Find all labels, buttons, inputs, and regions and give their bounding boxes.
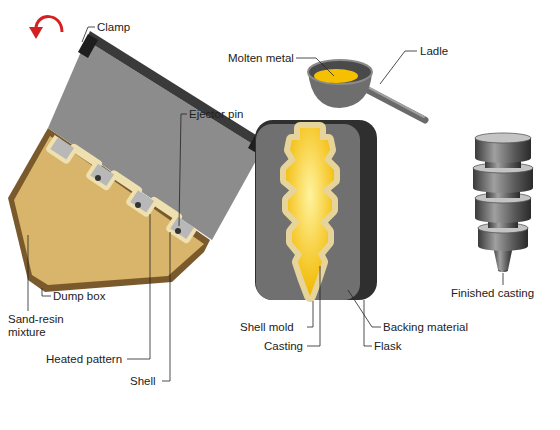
- part-label: Dump box: [53, 290, 133, 303]
- shell-mold: [286, 128, 334, 296]
- part-label: Ejector pin: [189, 108, 269, 121]
- backing-material: [256, 124, 360, 300]
- leader-line: [364, 300, 372, 346]
- ejector-pin: [135, 202, 141, 208]
- ladle-rim: [308, 60, 372, 84]
- leader-line: [162, 232, 170, 381]
- part-label: Backing material: [383, 321, 503, 334]
- part-label: Flask: [374, 340, 434, 353]
- part-label: Finished casting: [451, 287, 556, 300]
- part-label: Casting: [264, 340, 324, 353]
- molten-metal: [314, 69, 358, 83]
- part-label: Shell mold: [240, 321, 320, 334]
- heated-pattern: [50, 132, 210, 239]
- ejector-pin: [95, 175, 101, 181]
- shell: [50, 137, 194, 239]
- ladle-handle-highlight: [362, 84, 424, 117]
- ladle-handle: [360, 86, 425, 120]
- leader-line: [348, 290, 381, 327]
- part-label: Sand-resin mixture: [8, 313, 70, 339]
- casting: [286, 128, 334, 296]
- leader-line: [42, 288, 51, 296]
- clamp: [78, 34, 98, 58]
- leader-line: [307, 301, 313, 327]
- part-label: Ladle: [420, 45, 480, 58]
- leader-line: [28, 235, 29, 311]
- flask: [255, 120, 377, 300]
- leader-line: [503, 273, 504, 285]
- leader-line: [380, 51, 417, 84]
- leader-line: [82, 27, 95, 42]
- leader-line: [307, 266, 320, 346]
- finished-casting: [475, 133, 531, 143]
- plate-edge: [86, 31, 267, 150]
- leader-line: [296, 58, 334, 76]
- part-label: Molten metal: [228, 52, 318, 65]
- ejector-pin: [175, 228, 181, 234]
- rotation-arrowhead: [29, 27, 43, 39]
- part-label: Shell: [130, 375, 190, 388]
- pattern-plate: [48, 40, 262, 240]
- part-label: Heated pattern: [46, 353, 146, 366]
- leader-line: [127, 214, 150, 359]
- leader-line: [179, 114, 187, 226]
- part-label: Clamp: [97, 21, 177, 34]
